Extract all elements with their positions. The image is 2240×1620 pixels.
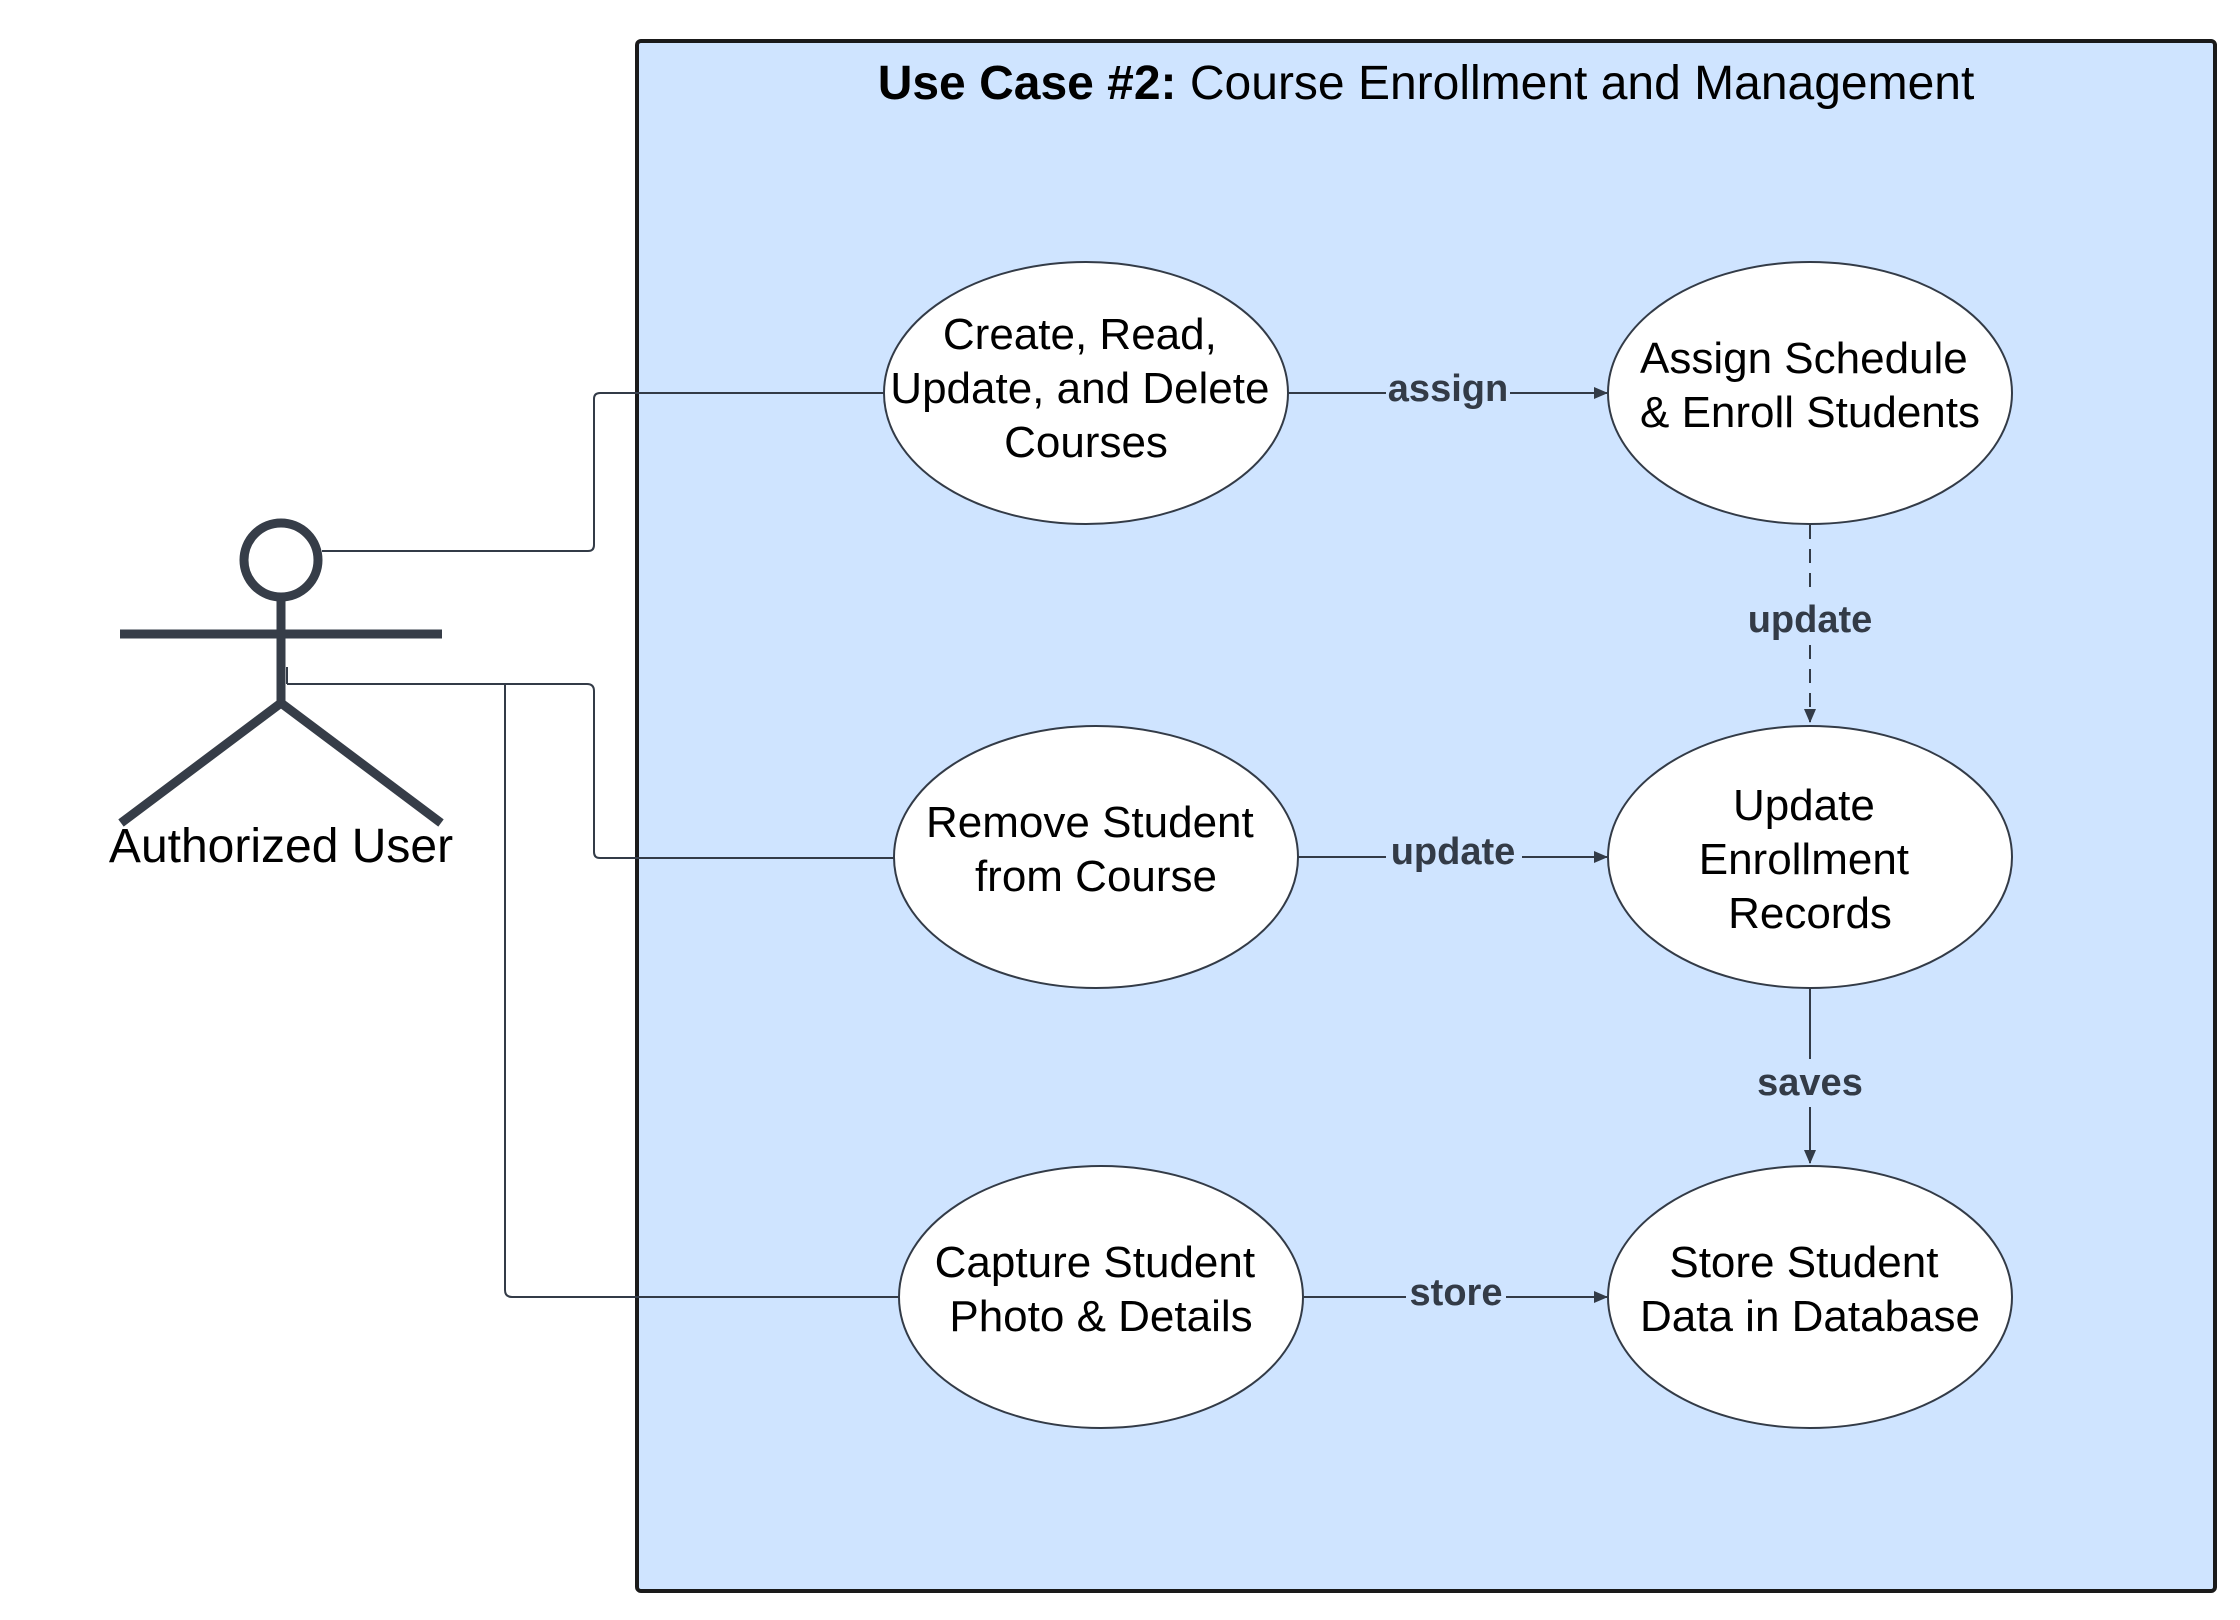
label-saves: saves bbox=[1757, 1062, 1863, 1104]
label-assign: assign bbox=[1388, 368, 1508, 410]
label-update-remove: update bbox=[1391, 831, 1516, 873]
use-case-remove-student[interactable]: Remove Student from Course bbox=[893, 725, 1299, 989]
system-title-bold: Use Case #2: bbox=[878, 57, 1177, 110]
label-store: store bbox=[1410, 1272, 1503, 1314]
use-case-store-data-label: Store Student Data in Database bbox=[1640, 1238, 1980, 1341]
use-case-update-enrollment[interactable]: Update Enrollment Records bbox=[1607, 725, 2013, 989]
use-case-assign-schedule-label: Assign Schedule & Enroll Students bbox=[1640, 334, 1980, 437]
use-case-crud-courses-label: Create, Read, Update, and Delete Courses bbox=[890, 310, 1281, 467]
label-update-dashed: update bbox=[1748, 599, 1873, 641]
actor-label: Authorized User bbox=[109, 820, 453, 873]
use-case-crud-courses[interactable]: Create, Read, Update, and Delete Courses bbox=[883, 261, 1289, 525]
use-case-update-enrollment-label: Update Enrollment Records bbox=[1699, 781, 1922, 938]
system-title-rest: Course Enrollment and Management bbox=[1177, 57, 1975, 110]
actor-head bbox=[239, 518, 323, 602]
use-case-capture-photo[interactable]: Capture Student Photo & Details bbox=[898, 1165, 1304, 1429]
actor-left-leg bbox=[118, 699, 284, 827]
actor-authorized-user[interactable]: Authorized User bbox=[109, 518, 453, 873]
system-title: Use Case #2: Course Enrollment and Manag… bbox=[878, 57, 1975, 110]
use-case-capture-photo-label: Capture Student Photo & Details bbox=[935, 1238, 1268, 1341]
actor-right-leg bbox=[278, 699, 444, 827]
use-case-store-data[interactable]: Store Student Data in Database bbox=[1607, 1165, 2013, 1429]
assoc-actor-capture bbox=[286, 667, 900, 1298]
use-case-assign-schedule[interactable]: Assign Schedule & Enroll Students bbox=[1607, 261, 2013, 525]
use-case-remove-student-label: Remove Student from Course bbox=[926, 798, 1266, 901]
assoc-actor-crud bbox=[322, 392, 884, 552]
assoc-actor-remove bbox=[287, 683, 895, 859]
